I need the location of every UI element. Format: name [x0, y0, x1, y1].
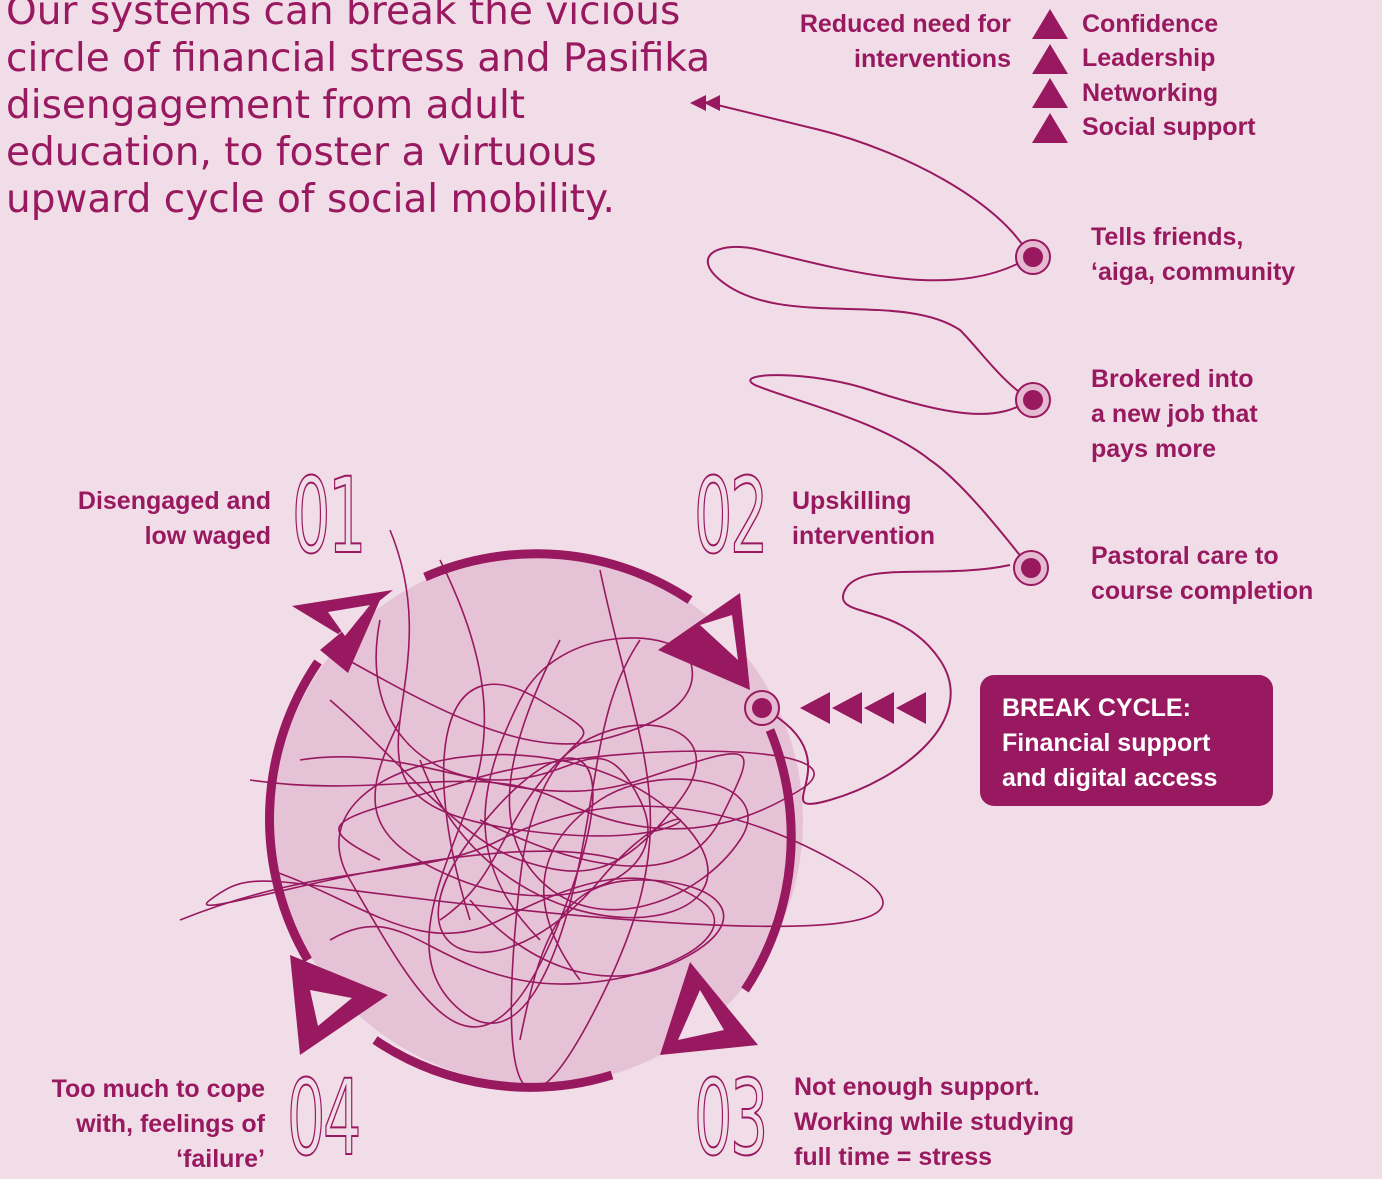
- triangle-up-icon: [1032, 9, 1068, 40]
- triangle-up-icon: [1032, 43, 1068, 74]
- intro-line: disengagement from adult: [6, 83, 526, 128]
- cycle-disk: [273, 555, 803, 1085]
- benefit-item: Networking: [1032, 76, 1256, 111]
- step-brokered-job: Brokered into a new job that pays more: [1091, 365, 1258, 463]
- cycle-arc-top: [423, 549, 693, 604]
- cycle-arrow-bottom-right: [660, 962, 758, 1055]
- stage-01-label: Disengaged and low waged: [77, 487, 271, 550]
- stage-03-label: Not enough support. Working while studyi…: [794, 1073, 1075, 1171]
- step-pastoral-care: Pastoral care to course completion: [1091, 542, 1314, 605]
- cycle-arrow-top-left: [292, 590, 393, 673]
- arrow-gap: [328, 605, 370, 636]
- double-chevron-left-icon: [800, 692, 926, 724]
- arrow-gap: [700, 615, 738, 660]
- triangle-up-icon: [1032, 78, 1068, 109]
- cycle-arrow-bottom-left: [290, 955, 388, 1055]
- step-marker: [1015, 239, 1051, 275]
- stage-number-01: 01: [291, 455, 367, 577]
- step-marker: [1013, 550, 1049, 586]
- intro-line: Our systems can break the vicious: [6, 0, 681, 34]
- spiral-arrow-head: [704, 95, 720, 111]
- arrow-triangle: [320, 600, 380, 673]
- reduced-need-label: Reduced need for interventions: [799, 10, 1011, 73]
- cycle-arc-left: [265, 659, 322, 963]
- benefits-list: Confidence Leadership Networking Social …: [1032, 7, 1256, 145]
- benefit-item: Confidence: [1032, 7, 1256, 42]
- stage-number-02: 02: [693, 455, 769, 577]
- arrow-gap: [310, 990, 352, 1026]
- cycle-arc-right: [741, 728, 796, 993]
- upward-spiral-path: [704, 101, 1031, 805]
- intro-text: Our systems can break the vicious circle…: [6, 0, 711, 223]
- triangle-up-icon: [1032, 112, 1068, 143]
- intro-line: circle of financial stress and Pasifika: [6, 36, 711, 81]
- cycle-arc-bottom: [372, 1036, 614, 1092]
- intro-line: education, to foster a virtuous: [6, 130, 597, 175]
- stage-number-03: 03: [693, 1057, 769, 1179]
- cycle-arrow-top-right: [658, 593, 750, 690]
- stage-04-label: Too much to cope with, feelings of ‘fail…: [51, 1075, 265, 1173]
- step-marker: [1015, 382, 1051, 418]
- break-cycle-marker: [744, 690, 780, 726]
- arrow-gap: [678, 990, 724, 1040]
- stage-number-04: 04: [286, 1057, 362, 1179]
- benefit-item: Leadership: [1032, 42, 1256, 77]
- spiral-arrow-head: [690, 95, 706, 111]
- stage-02-label: Upskilling intervention: [792, 487, 936, 550]
- benefit-item: Social support: [1032, 111, 1256, 146]
- intro-line: upward cycle of social mobility.: [6, 177, 615, 222]
- stress-scribble: [179, 529, 884, 1090]
- break-cycle-box: BREAK CYCLE: Financial support and digit…: [980, 675, 1273, 806]
- step-tells-friends: Tells friends, ‘aiga, community: [1091, 223, 1296, 286]
